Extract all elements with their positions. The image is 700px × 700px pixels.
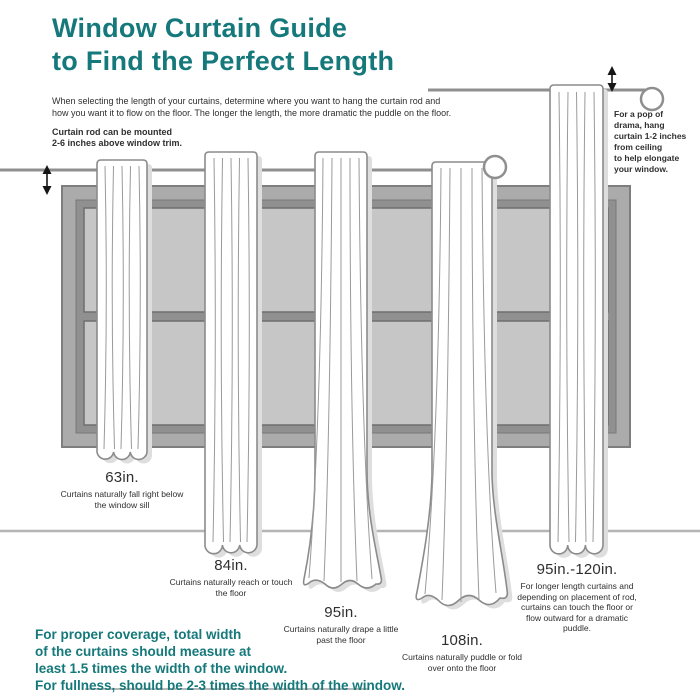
- drama-note: For a pop of drama, hang curtain 1-2 inc…: [614, 109, 686, 175]
- coverage-line: of the curtains should measure at: [35, 644, 252, 659]
- coverage-line: For proper coverage, total width: [35, 627, 242, 642]
- coverage-line: For fullness, should be 2-3 times the wi…: [35, 678, 406, 693]
- curtain-folds: [557, 91, 596, 543]
- coverage-line: least 1.5 times the width of the window.: [35, 661, 288, 676]
- drama-note-line: For a pop of: [614, 109, 664, 119]
- title-line: to Find the Perfect Length: [52, 46, 395, 76]
- curtain-length: 63in.: [105, 469, 139, 486]
- curtain-label-95: 95in. Curtains naturally drape a little …: [276, 604, 406, 645]
- rod-note-line: 2-6 inches above window trim.: [52, 137, 183, 148]
- intro-line: When selecting the length of your curtai…: [52, 96, 441, 106]
- curtain-description: Curtains naturally puddle or fold over o…: [401, 652, 522, 673]
- curtain-label-84: 84in. Curtains naturally reach or touch …: [166, 557, 296, 598]
- curtain-folds: [103, 165, 141, 450]
- curtain-95-120-graphic: [549, 84, 608, 558]
- drama-note-line: to help elongate: [614, 153, 680, 163]
- curtain-label-95-120: 95in.-120in. For longer length curtains …: [512, 561, 642, 634]
- curtain-folds: [308, 157, 373, 582]
- drama-note-line: curtain 1-2 inches: [614, 131, 687, 141]
- curtain-description: Curtains naturally fall right below the …: [60, 489, 184, 510]
- rod-height-arrow-icon: [42, 165, 52, 195]
- curtain-folds: [212, 157, 250, 543]
- rod-note-line: Curtain rod can be mounted: [52, 127, 173, 137]
- curtain-84-graphic: [204, 151, 262, 558]
- title-line: Window Curtain Guide: [52, 13, 348, 43]
- drama-note-line: drama, hang: [614, 120, 665, 130]
- curtain-description: Curtains naturally reach or touch the fl…: [169, 577, 293, 598]
- curtain-description: Curtains naturally drape a little past t…: [283, 624, 399, 645]
- curtain-95-graphic: [302, 151, 387, 592]
- bottom-divider-line: [85, 688, 368, 690]
- coverage-note: For proper coverage, total width of the …: [35, 626, 405, 694]
- curtain-label-108: 108in. Curtains naturally puddle or fold…: [397, 632, 527, 673]
- rod-finial-icon: [482, 154, 508, 180]
- page-title: Window Curtain Guide to Find the Perfect…: [52, 12, 394, 78]
- curtain-length: 95in.-120in.: [536, 561, 618, 578]
- curtain-description: For longer length curtains and depending…: [517, 581, 637, 633]
- curtain-length: 108in.: [440, 632, 484, 649]
- intro-line: how you want it to flow on the floor. Th…: [52, 107, 452, 118]
- intro-text: When selecting the length of your curtai…: [52, 96, 451, 119]
- drama-note-line: from ceiling: [614, 142, 663, 152]
- ceiling-gap-arrow-icon: [607, 66, 617, 92]
- curtain-label-63: 63in. Curtains naturally fall right belo…: [57, 469, 187, 510]
- curtain-length: 95in.: [324, 604, 358, 621]
- curtain-folds: [424, 167, 497, 602]
- curtain-length: 84in.: [214, 557, 248, 574]
- curtain-108-graphic: [415, 161, 513, 610]
- curtain-63-graphic: [96, 159, 152, 464]
- rod-mount-note: Curtain rod can be mounted 2-6 inches ab…: [52, 127, 182, 148]
- drama-note-line: your window.: [614, 164, 668, 174]
- high-rod-finial-icon: [639, 86, 665, 112]
